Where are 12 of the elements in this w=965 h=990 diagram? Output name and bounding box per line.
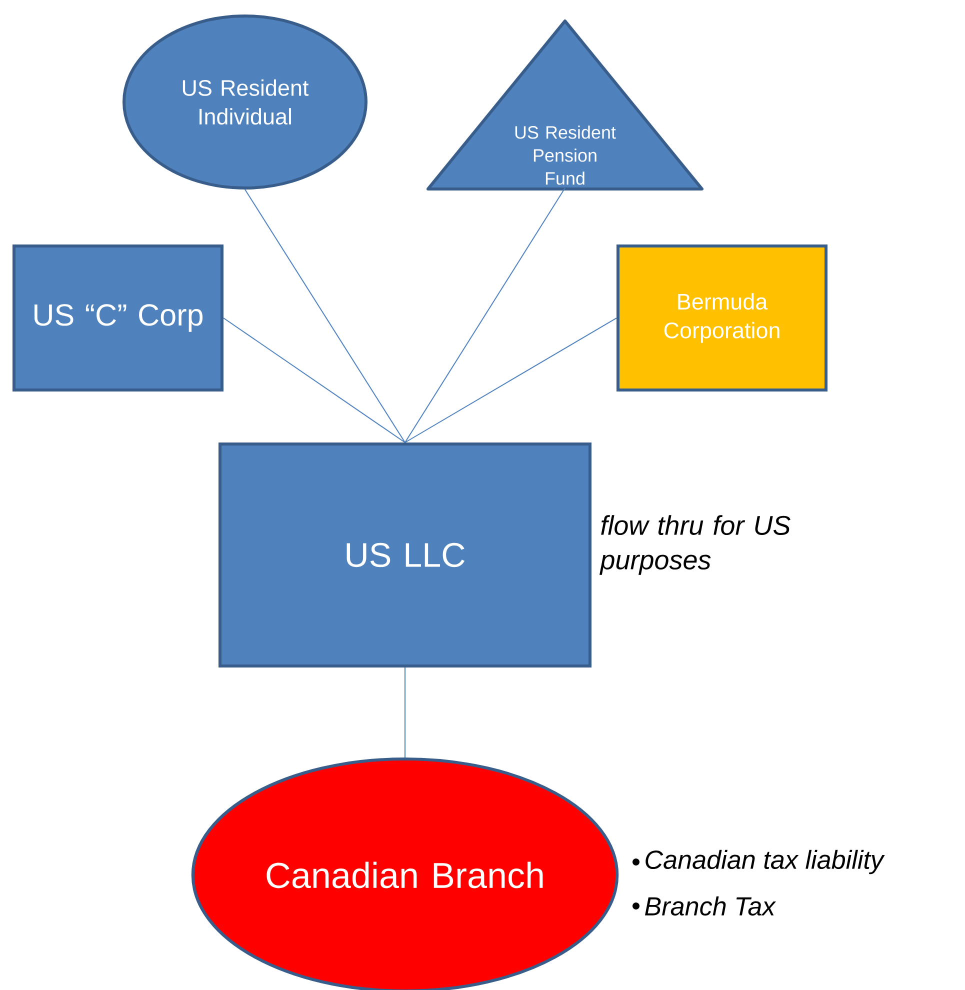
- llc-box: US LLC: [218, 442, 592, 668]
- corporation-box: Bermuda Corporation: [616, 244, 828, 392]
- bullet-item: Canadian tax liability: [632, 850, 885, 874]
- connector-line: [404, 318, 617, 443]
- connector-line: [404, 188, 566, 443]
- connector-line: [404, 667, 406, 758]
- corp-box: US “C” Corp: [12, 244, 224, 392]
- connector-line: [244, 189, 406, 443]
- bullet-item: Branch Tax: [632, 896, 776, 916]
- note-text: flow thru for US purposes: [600, 515, 790, 575]
- connector-line: [223, 318, 406, 443]
- pension-triangle: US Resident Pension Fund: [426, 20, 704, 190]
